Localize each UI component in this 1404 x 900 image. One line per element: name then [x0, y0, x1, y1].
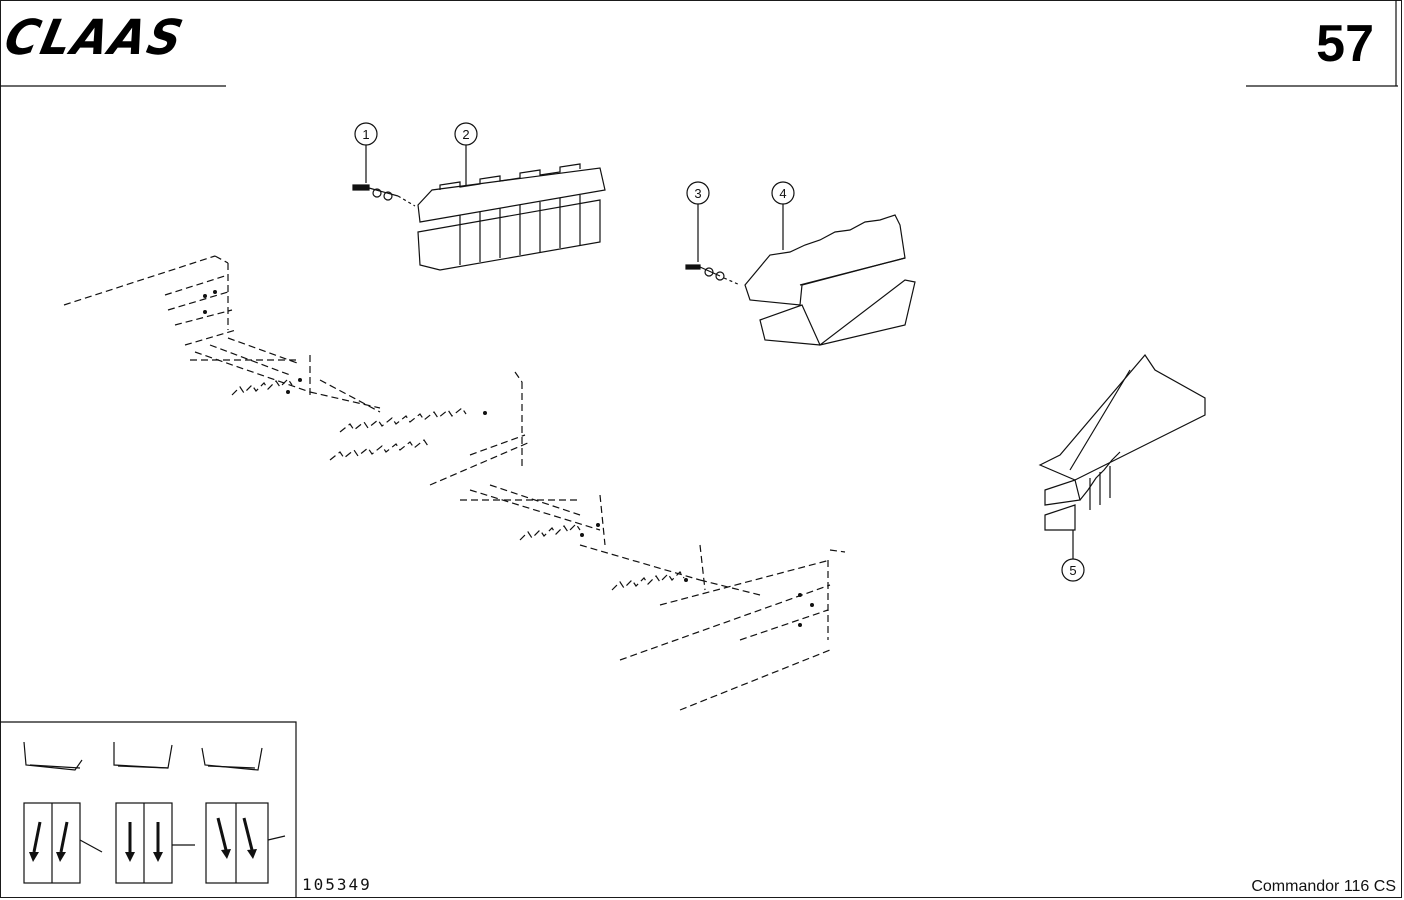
- svg-text:5: 5: [1069, 563, 1076, 578]
- svg-text:1: 1: [362, 127, 369, 142]
- page-number: 57: [1316, 15, 1374, 73]
- header-variant-legend-icon: [0, 721, 297, 898]
- callout-3: 3: [686, 181, 710, 262]
- callout-1: 1: [354, 122, 378, 183]
- callout-4: 4: [771, 181, 795, 250]
- part-4-knife-section: [744, 214, 916, 346]
- bolt-3: [685, 264, 741, 286]
- svg-text:4: 4: [779, 186, 786, 201]
- model-name: Commandor 116 CS: [1251, 878, 1396, 895]
- drawing-number: 105349: [302, 875, 372, 894]
- callout-2: 2: [454, 122, 478, 185]
- bolt-1: [352, 184, 416, 207]
- part-5-guard-end: [1038, 354, 1206, 531]
- callout-5: 5: [1061, 530, 1085, 582]
- svg-text:3: 3: [694, 186, 701, 201]
- svg-text:2: 2: [462, 127, 469, 142]
- part-2-guard: [417, 163, 606, 271]
- header-assembly-dashed: [63, 255, 846, 711]
- assembly-holes: [203, 290, 814, 627]
